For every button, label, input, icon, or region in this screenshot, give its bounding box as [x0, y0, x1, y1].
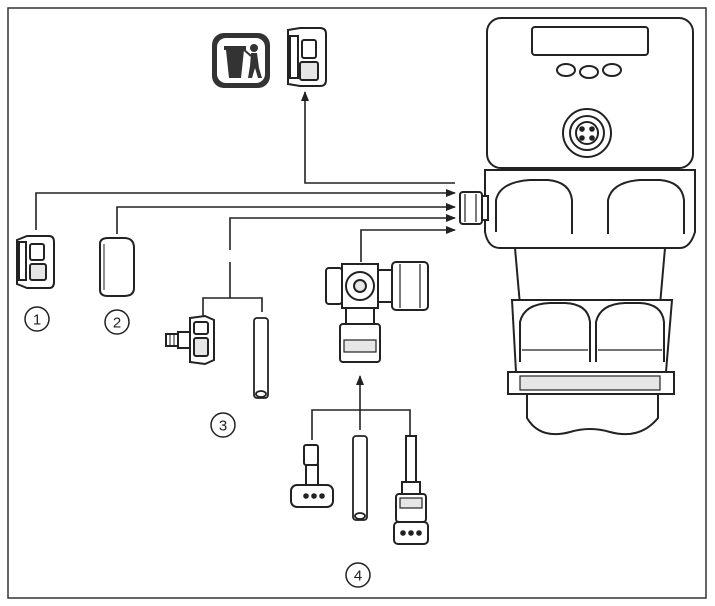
callout-3	[210, 412, 236, 438]
recycle-bin-icon	[212, 33, 270, 88]
item-1-vent-cap	[16, 235, 55, 289]
return-arrow	[301, 91, 455, 184]
callout-2	[104, 309, 130, 335]
connection-arrows	[35, 189, 456, 262]
callout-1	[24, 306, 50, 332]
pressure-device-icon	[459, 17, 696, 436]
diagram-border	[7, 7, 707, 599]
callout-4-label: 4	[354, 568, 362, 585]
item-4-screw-cap	[290, 444, 334, 508]
item-2-blind-plug	[99, 237, 135, 297]
callout-2-label: 2	[113, 315, 121, 332]
item-3-bracket	[202, 262, 263, 316]
item-4-hose-fitting	[393, 435, 429, 545]
item-3-hose-adapter	[165, 314, 215, 366]
item-3-tube	[253, 317, 269, 399]
item-4-tube	[352, 435, 368, 521]
callout-3-label: 3	[219, 418, 227, 435]
callout-1-label: 1	[33, 312, 41, 329]
item-4-bracket	[311, 375, 411, 440]
vent-cap-icon	[287, 27, 327, 87]
callout-4	[345, 562, 371, 588]
item-4-t-piece	[325, 261, 429, 363]
